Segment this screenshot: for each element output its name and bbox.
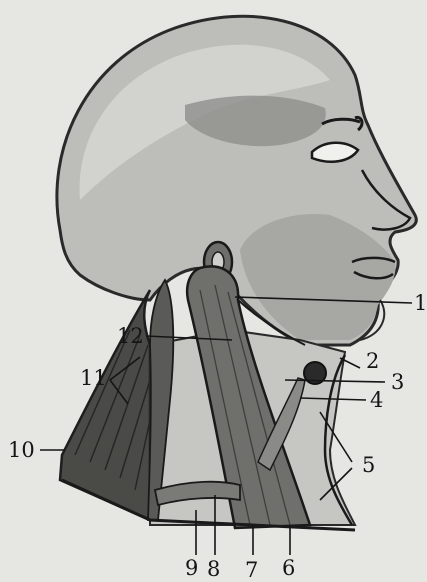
label-10: 10 [8,440,35,461]
label-6: 6 [282,558,295,579]
label-7: 7 [245,560,258,581]
label-12: 12 [117,326,144,347]
label-3: 3 [391,372,404,393]
label-2: 2 [366,351,379,372]
label-11: 11 [80,368,107,389]
label-9: 9 [185,558,198,579]
label-4: 4 [370,390,383,411]
label-1: 1 [414,293,427,314]
label-8: 8 [207,559,220,580]
label-5: 5 [362,455,375,476]
